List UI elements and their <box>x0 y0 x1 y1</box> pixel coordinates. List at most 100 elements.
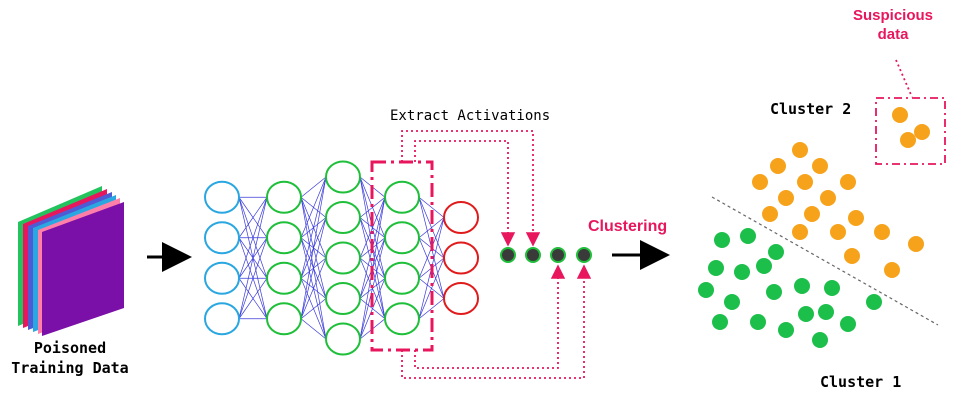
hidden-neuron <box>325 282 361 315</box>
input-neuron <box>204 180 240 214</box>
cluster-2-point <box>840 174 856 190</box>
cluster-1-point <box>714 232 730 248</box>
network-edge <box>300 176 327 319</box>
cluster-1-point <box>750 314 766 330</box>
network-edge <box>300 176 327 238</box>
activation-node <box>550 247 566 263</box>
hidden-neuron <box>266 261 302 295</box>
cluster-2-point <box>812 158 828 174</box>
cluster-2-point <box>778 190 794 206</box>
cluster-2-point <box>914 124 930 140</box>
cluster-2-points <box>752 107 930 278</box>
cluster-2-point <box>792 224 808 240</box>
activation-route-top-inner <box>414 140 516 247</box>
cluster-1-point <box>840 316 856 332</box>
cluster-2-point <box>770 158 786 174</box>
activation-route-bottom-inner <box>414 264 566 369</box>
activation-vector <box>500 247 592 263</box>
hidden-neuron <box>266 302 302 336</box>
hidden-neuron <box>384 180 420 214</box>
cluster-2-point <box>892 107 908 123</box>
network-edge <box>238 197 268 319</box>
poisoned-label-line2: Training Data <box>11 358 129 377</box>
cluster-2-point <box>844 248 860 264</box>
cluster-1-point <box>708 260 724 276</box>
cluster-2-point <box>797 174 813 190</box>
network-edge <box>359 196 386 218</box>
cluster-1-point <box>866 294 882 310</box>
cluster-2-point <box>752 174 768 190</box>
suspicious-pointer <box>895 59 913 98</box>
suspicious-data-box <box>875 97 946 165</box>
hidden-neuron <box>266 180 302 214</box>
cluster-2-point <box>830 224 846 240</box>
clustering-label: Clustering <box>588 218 668 235</box>
cluster-2-point <box>908 236 924 252</box>
cluster-1-point <box>734 264 750 280</box>
network-edge <box>359 278 386 340</box>
poisoned-data-stack <box>18 186 124 336</box>
suspicious-label-line2: data <box>877 25 909 43</box>
hidden-neuron <box>384 302 420 336</box>
network-edge <box>238 197 268 238</box>
activation-route-top-outer <box>401 130 541 247</box>
cluster-2-point <box>762 206 778 222</box>
network-edge <box>359 237 386 340</box>
suspicious-label-line1: Suspicious <box>852 7 934 24</box>
output-neuron <box>443 241 479 275</box>
network-edge <box>238 237 268 319</box>
network-edge <box>418 257 445 319</box>
cluster-2-point <box>848 210 864 226</box>
cluster-1-point <box>766 284 782 300</box>
activation-route-bottom-outer <box>401 264 592 379</box>
cluster-1-point <box>812 332 828 348</box>
cluster-separator <box>711 196 939 326</box>
hidden-neuron <box>325 241 361 275</box>
network-edge <box>300 176 327 279</box>
activation-node <box>525 247 541 263</box>
suspicious-data-label: Suspicious data <box>852 7 934 43</box>
network-edge <box>418 217 445 239</box>
cluster-1-point <box>798 306 814 322</box>
cluster-2-point <box>804 206 820 222</box>
cluster-1-point <box>698 282 714 298</box>
input-neuron <box>204 302 240 336</box>
input-neuron <box>204 261 240 295</box>
activation-node <box>576 247 592 263</box>
cluster-1-points <box>698 228 882 348</box>
poisoned-label-line1: Poisoned <box>33 339 107 357</box>
extract-activations-label: Extract Activations <box>390 108 551 124</box>
network-edge <box>300 298 327 320</box>
hidden-neuron <box>384 221 420 255</box>
cluster-1-point <box>756 258 772 274</box>
output-neuron <box>443 282 479 315</box>
hidden-neuron <box>266 221 302 255</box>
hidden-neuron <box>325 160 361 194</box>
hidden-neuron <box>325 322 361 356</box>
network-edge <box>238 278 268 319</box>
cluster-2-label: Cluster 2 <box>770 100 852 118</box>
network-edge <box>300 176 327 198</box>
output-neuron <box>443 201 479 234</box>
network-edge <box>300 217 327 319</box>
network-edge <box>238 197 268 279</box>
cluster-1-point <box>724 294 740 310</box>
hidden-neuron <box>384 261 420 295</box>
cluster-1-point <box>778 322 794 338</box>
network-edge <box>300 318 327 340</box>
cluster-2-point <box>820 190 836 206</box>
cluster-1-point <box>794 278 810 294</box>
network-nodes <box>204 160 479 356</box>
cluster-2-point <box>900 132 916 148</box>
activation-node <box>500 247 516 263</box>
cluster-2-point <box>884 262 900 278</box>
input-neuron <box>204 221 240 255</box>
cluster-1-point <box>818 304 834 320</box>
cluster-1-point <box>824 280 840 296</box>
network-edge <box>418 298 445 320</box>
poisoned-data-label: Poisoned Training Data <box>11 340 128 376</box>
cluster-1-point <box>740 228 756 244</box>
cluster-2-point <box>874 224 890 240</box>
cluster-2-point <box>792 142 808 158</box>
